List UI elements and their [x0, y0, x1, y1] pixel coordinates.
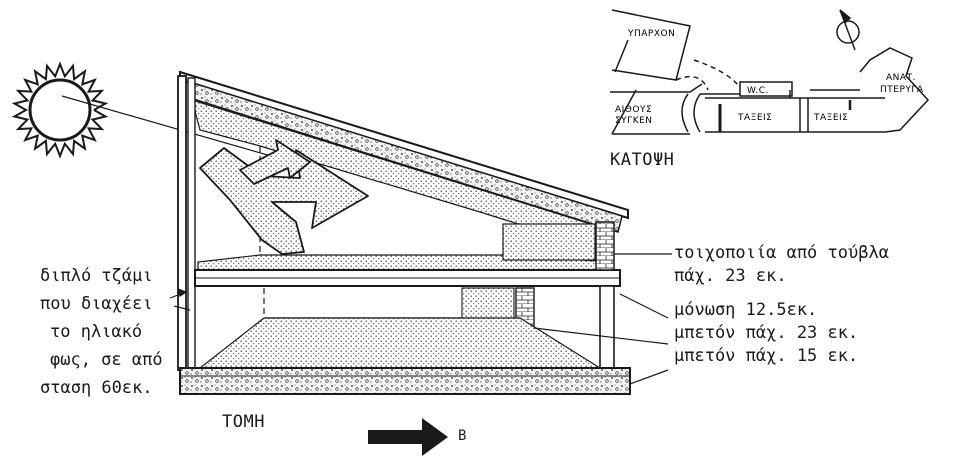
note-line: διπλό τζάμι: [40, 266, 153, 286]
floor-plan: [610, 9, 930, 135]
plan-label-hall-2: ΣΥΓΚΕΝ: [615, 116, 653, 126]
plan-label-existing: ΥΠΑΡΧΟΝ: [627, 29, 675, 39]
concrete-roof-note: μπετόν πάχ. 23 εκ.: [674, 323, 859, 343]
plan-label-hall-1: ΑΙΘΟΥΣ: [615, 105, 652, 115]
leader-lines: [169, 253, 672, 385]
wall-note-line: πάχ. 23 εκ.: [674, 266, 787, 286]
sun-icon: [11, 61, 109, 159]
wall-note-line: τοιχοποιία από τούβλα: [674, 243, 889, 263]
orientation-label: Β: [458, 428, 467, 444]
note-line: που διαχέει: [40, 294, 153, 314]
arrow-right-icon: [368, 418, 448, 456]
roof-slab: [179, 70, 629, 253]
note-line: το ηλιακό: [50, 322, 143, 342]
section-title: ΤΟΜΗ: [222, 412, 265, 432]
plan-label-east-2: ΠΤΕΡΥΓΑ: [880, 85, 924, 95]
plan-label-classes-2: ΤΑΞΕΙΣ: [813, 113, 848, 123]
note-line: σταση 60εκ.: [40, 378, 153, 398]
insulation-note: μόνωση 12.5εκ.: [674, 300, 818, 320]
concrete-floor-note: μπετόν πάχ. 15 εκ.: [674, 346, 859, 366]
lower-room: [198, 288, 603, 369]
upper-room-back-wall: [502, 223, 596, 261]
sun-rays: [11, 61, 109, 159]
plan-label-east-1: ΑΝΑΤ.: [886, 73, 916, 83]
ground-slab: [179, 367, 631, 395]
plan-title: ΚΑΤΟΨΗ: [610, 150, 675, 170]
sun-ray-line: [61, 95, 286, 161]
plan-label-wc: W.C.: [747, 86, 769, 96]
plan-existing-building: [611, 9, 691, 81]
double-glazing-note: διπλό τζάμι που διαχέει το ηλιακό φως, σ…: [40, 262, 163, 402]
material-notes: τοιχοποιία από τούβλα πάχ. 23 εκ. μόνωση…: [674, 242, 889, 368]
north-compass-icon: [836, 9, 860, 51]
note-line: φως, σε από: [50, 350, 163, 370]
plan-label-classes-1: ΤΑΞΕΙΣ: [737, 113, 772, 123]
sunlight-diffusion-arrows: [199, 139, 369, 255]
